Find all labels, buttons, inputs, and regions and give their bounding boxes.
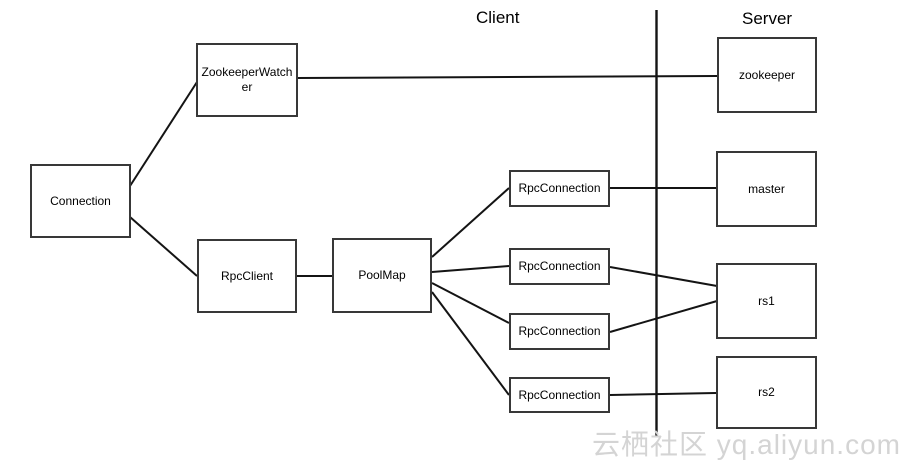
edge-poolmap-rpcconnection1 bbox=[431, 187, 510, 258]
edge-connection-rpcclient bbox=[129, 216, 198, 277]
node-rpc-connection-3: RpcConnection bbox=[509, 313, 610, 350]
node-rs2: rs2 bbox=[716, 356, 817, 429]
node-rpc-connection-4: RpcConnection bbox=[509, 377, 610, 413]
node-rpc-connection-2: RpcConnection bbox=[509, 248, 610, 285]
edge-rpcconnection3-rs1 bbox=[609, 300, 718, 333]
edge-poolmap-rpcconnection4 bbox=[431, 291, 510, 396]
node-master: master bbox=[716, 151, 817, 227]
node-rs1-label: rs1 bbox=[758, 293, 775, 308]
node-zookeeper-watcher: ZookeeperWatcher bbox=[196, 43, 298, 117]
node-rpc-connection-4-label: RpcConnection bbox=[518, 387, 601, 402]
node-rs1: rs1 bbox=[716, 263, 817, 339]
node-rs2-label: rs2 bbox=[758, 385, 775, 399]
node-rpc-client: RpcClient bbox=[197, 239, 297, 313]
edge-connection-zookeeperwatcher bbox=[129, 81, 198, 187]
node-zookeeper: zookeeper bbox=[717, 37, 817, 113]
node-rpc-client-label: RpcClient bbox=[220, 268, 274, 283]
node-master-label: master bbox=[748, 181, 785, 196]
server-zone-label: Server bbox=[742, 9, 792, 29]
node-connection-label: Connection bbox=[50, 193, 111, 208]
node-rpc-connection-3-label: RpcConnection bbox=[518, 324, 601, 338]
client-zone-label: Client bbox=[476, 8, 519, 28]
edge-zookeeperwatcher-zookeeper bbox=[296, 75, 718, 79]
node-rpc-connection-1-label: RpcConnection bbox=[518, 181, 601, 195]
node-zookeeper-label: zookeeper bbox=[738, 67, 796, 82]
yunqi-watermark: 云栖社区 yq.aliyun.com bbox=[592, 429, 901, 460]
client-zone-text: Client bbox=[476, 8, 520, 27]
edge-rpcconnection2-rs1 bbox=[609, 266, 718, 287]
node-zookeeper-watcher-label: ZookeeperWatcher bbox=[201, 65, 293, 94]
node-pool-map-label: PoolMap bbox=[358, 268, 406, 282]
edge-poolmap-rpcconnection2 bbox=[431, 265, 510, 273]
node-pool-map: PoolMap bbox=[332, 238, 432, 313]
edge-rpcconnection4-rs2 bbox=[609, 392, 717, 396]
server-zone-text: Server bbox=[742, 9, 793, 28]
edge-poolmap-rpcconnection3 bbox=[431, 282, 510, 324]
node-rpc-connection-2-label: RpcConnection bbox=[518, 259, 601, 273]
node-rpc-connection-1: RpcConnection bbox=[509, 170, 610, 207]
node-connection: Connection bbox=[30, 164, 131, 238]
